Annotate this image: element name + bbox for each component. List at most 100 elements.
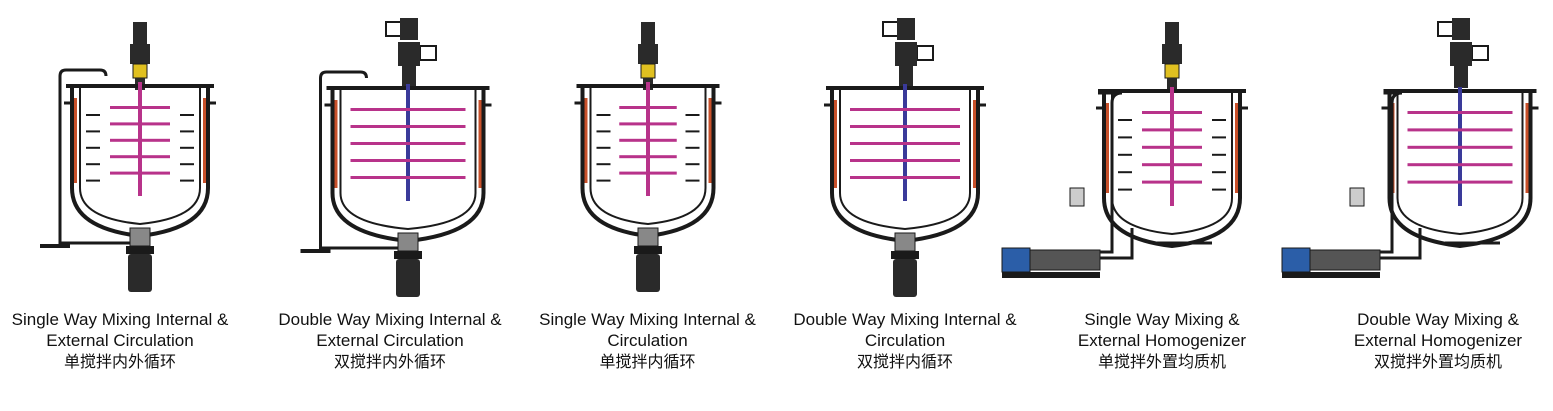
motor-top-icon xyxy=(400,18,418,40)
gearbox-icon xyxy=(1162,44,1182,64)
shaft-housing-icon xyxy=(1454,66,1468,88)
caption-cn: 单搅拌内循环 xyxy=(599,352,696,371)
scraper-blade xyxy=(685,114,700,116)
gearbox-icon xyxy=(1450,42,1472,66)
heater-left xyxy=(1106,103,1109,193)
caption-en-line1: Double Way Mixing Internal & xyxy=(793,310,1017,329)
caption-cn: 双搅拌内循环 xyxy=(856,352,953,371)
motor-top-icon xyxy=(133,22,147,44)
agitator-blade xyxy=(619,171,677,175)
mixer-unit-1: Single Way Mixing Internal & External Ci… xyxy=(0,0,245,411)
tank-vessel xyxy=(1396,93,1524,236)
caption-en-line2: External Circulation xyxy=(46,331,194,350)
mixer-caption-5: Single Way Mixing & External Homogenizer… xyxy=(1062,309,1262,372)
scraper-blade xyxy=(86,130,100,133)
scraper-blade xyxy=(1118,188,1132,191)
caption-en-line1: Double Way Mixing Internal & xyxy=(278,310,502,329)
mixer-caption-2: Double Way Mixing Internal & External Ci… xyxy=(268,309,512,372)
gearbox-icon xyxy=(398,42,420,66)
mixer-diagram-3 xyxy=(574,22,722,292)
external-homogenizer-pump-icon xyxy=(1001,247,1031,273)
mixer-caption-1: Single Way Mixing Internal & External Ci… xyxy=(0,309,240,372)
mixer-diagram-6 xyxy=(1281,18,1539,278)
scraper-blade xyxy=(596,114,611,116)
gearbox-icon xyxy=(895,42,917,66)
scraper-blade xyxy=(1212,119,1226,121)
caption-cn: 双搅拌内外循环 xyxy=(333,352,446,371)
agitator-blade xyxy=(350,159,466,162)
mixer-unit-2: Double Way Mixing Internal & External Ci… xyxy=(268,0,513,411)
scraper-blade xyxy=(86,163,100,166)
tank-vessel xyxy=(1111,93,1233,236)
agitator-blade xyxy=(350,108,466,111)
heater-left xyxy=(584,98,588,183)
agitator-blade xyxy=(619,155,677,159)
agitator-blade xyxy=(850,176,960,179)
mixer-diagram-2 xyxy=(300,18,492,297)
motor-top-icon xyxy=(1165,22,1179,44)
scraper-blade xyxy=(1118,171,1132,174)
agitator-blade xyxy=(110,106,170,109)
scraper-blade xyxy=(1118,153,1132,156)
return-pipe xyxy=(1380,91,1403,254)
motor-aux-icon xyxy=(1471,45,1489,61)
caption-en-line1: Single Way Mixing Internal & xyxy=(11,310,229,329)
outlet-pipe xyxy=(1100,228,1134,260)
mixer-unit-3: Single Way Mixing Internal & Circulation… xyxy=(530,0,765,411)
tank-jacket xyxy=(1387,93,1533,249)
shaft-housing-icon xyxy=(899,66,913,88)
heater-right xyxy=(708,98,712,183)
agitator-blade xyxy=(350,142,466,145)
scraper-blade xyxy=(596,130,611,133)
external-homogenizer-pump-icon xyxy=(1281,247,1311,273)
mixer-diagram-1 xyxy=(40,22,216,292)
motor-aux-icon xyxy=(882,21,900,37)
agitator-blade xyxy=(850,159,960,162)
scraper-blade xyxy=(1118,136,1132,139)
caption-en-line1: Double Way Mixing & xyxy=(1357,310,1519,329)
motor-aux-icon xyxy=(1437,21,1455,37)
agitator-blade xyxy=(110,122,170,126)
agitator-blade xyxy=(1407,163,1513,167)
return-pipe xyxy=(1098,91,1123,254)
agitator-blade xyxy=(1407,180,1513,184)
mixer-unit-6: Double Way Mixing & External Homogenizer… xyxy=(1280,0,1545,411)
caption-en-line1: Single Way Mixing Internal & xyxy=(539,310,756,329)
heater-left xyxy=(834,100,837,188)
scraper-blade xyxy=(685,179,700,182)
agitator-blade xyxy=(350,125,466,128)
shaft-housing-icon xyxy=(1167,78,1177,90)
scraper-blade xyxy=(685,146,700,149)
tank-vessel xyxy=(79,88,201,226)
scraper-blade xyxy=(596,146,611,149)
heater-right xyxy=(478,100,482,188)
scraper-blade xyxy=(180,130,194,133)
agitator-blade xyxy=(1142,180,1202,184)
motor-aux-icon xyxy=(916,45,934,61)
scraper-blade xyxy=(1212,136,1226,139)
agitator-blade xyxy=(1142,111,1202,114)
external-homogenizer-motor-icon xyxy=(1309,249,1381,271)
external-homogenizer-motor-icon xyxy=(1029,249,1101,271)
motor-top-icon xyxy=(897,18,915,40)
tank-vessel xyxy=(339,90,477,231)
homogenizer-motor-icon xyxy=(636,254,660,292)
mixer-unit-4: Double Way Mixing Internal & Circulation… xyxy=(785,0,1025,411)
agitator-blade xyxy=(619,122,677,126)
agitator-blade xyxy=(1142,163,1202,167)
caption-en-line2: Circulation xyxy=(607,331,688,350)
homogenizer-head xyxy=(637,227,659,247)
scraper-blade xyxy=(180,146,194,149)
homogenizer-base xyxy=(1282,272,1380,278)
tank-vessel xyxy=(589,88,707,226)
mixer-diagram-4 xyxy=(824,18,986,297)
agitator-blade xyxy=(850,142,960,145)
circulation-pipe xyxy=(319,70,368,110)
caption-cn: 双搅拌外置均质机 xyxy=(1373,352,1502,371)
agitator-blade xyxy=(1407,128,1513,132)
scraper-blade xyxy=(685,163,700,166)
mixer-diagram-5 xyxy=(1001,22,1248,278)
scraper-blade xyxy=(86,114,100,116)
scraper-blade xyxy=(1118,119,1132,121)
homogenizer-base xyxy=(1002,272,1100,278)
